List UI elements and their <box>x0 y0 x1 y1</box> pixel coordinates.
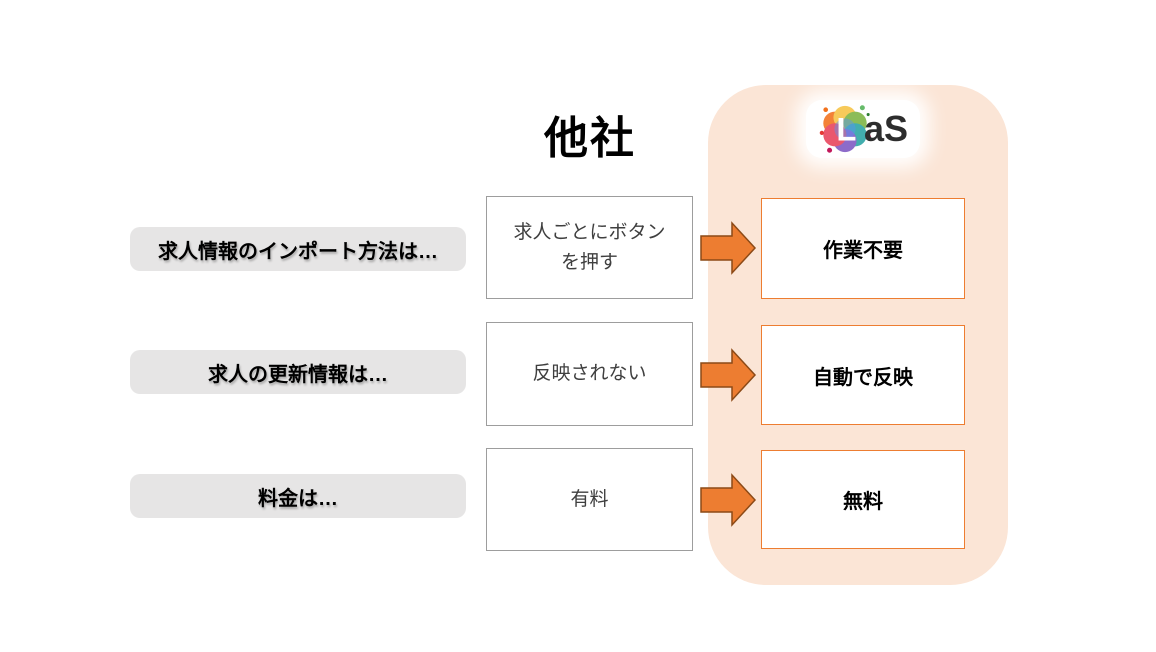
row-label-text: 料金は… <box>258 487 338 510</box>
row-label-text: 求人の更新情報は… <box>208 363 388 386</box>
arrow-right-icon <box>700 348 757 402</box>
row-label-update-info: 求人の更新情報は… <box>130 350 466 394</box>
row-label-text: 求人情報のインポート方法は… <box>158 240 438 263</box>
las-value-text: 自動で反映 <box>813 366 913 389</box>
other-company-value-text: 反映されない <box>532 363 647 385</box>
las-value-import: 作業不要 <box>761 198 965 299</box>
other-company-value-price: 有料 <box>486 448 693 551</box>
row-label-import-method: 求人情報のインポート方法は… <box>130 227 466 271</box>
row-label-price: 料金は… <box>130 474 466 518</box>
las-value-update: 自動で反映 <box>761 325 965 425</box>
arrow-right-icon <box>700 473 757 527</box>
other-company-value-text: 有料 <box>570 488 609 510</box>
las-value-price: 無料 <box>761 450 965 549</box>
arrow-right-icon <box>700 221 757 275</box>
other-company-heading: 他社 <box>544 114 636 163</box>
other-company-value-import: 求人ごとにボタン を押す <box>486 196 693 299</box>
other-company-value-text: 求人ごとにボタン を押す <box>513 222 666 273</box>
las-logo-letter: L <box>836 111 856 148</box>
las-value-text: 作業不要 <box>823 240 903 262</box>
las-logo: L aS <box>806 100 920 158</box>
las-value-text: 無料 <box>843 491 883 513</box>
las-logo-text: aS <box>863 108 909 149</box>
las-logo-mark-icon: L <box>819 105 872 153</box>
other-company-value-update: 反映されない <box>486 322 693 426</box>
